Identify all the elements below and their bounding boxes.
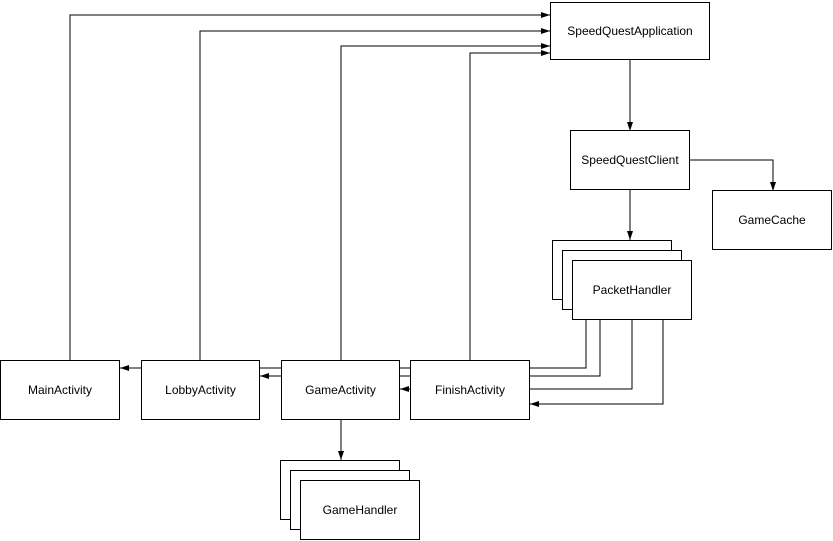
edge-packethandler-to-gameactivity	[400, 320, 633, 392]
edge-packethandler-to-mainactivity	[120, 320, 587, 371]
edge-packethandler-to-finishactivity	[530, 320, 664, 407]
edge-lobbyactivity-to-application	[199, 28, 550, 360]
edge-finishactivity-to-application	[469, 50, 550, 360]
edge-client-to-gamecache	[690, 159, 776, 191]
edge-gameactivity-to-application	[340, 43, 550, 360]
edge-mainactivity-to-application	[69, 12, 550, 360]
